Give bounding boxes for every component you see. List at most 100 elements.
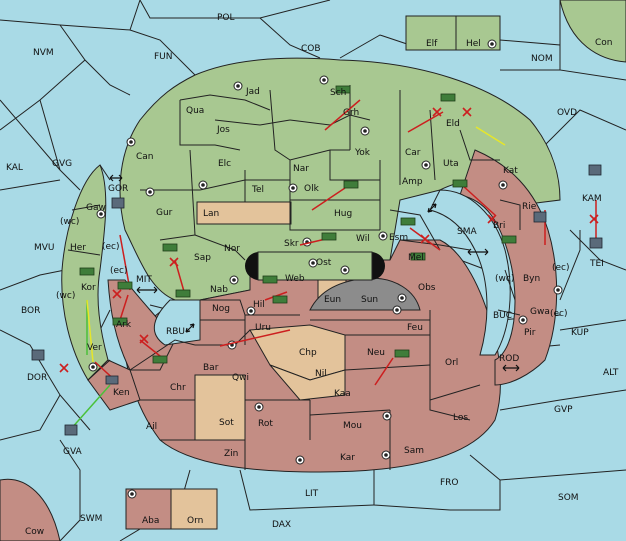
supply-center-zin-icon — [295, 455, 305, 465]
tank-icon[interactable] — [400, 217, 416, 226]
supply-centers — [88, 39, 563, 499]
sea-label-mvu: MVU — [34, 243, 55, 253]
province-orn — [170, 488, 218, 530]
tank-icon[interactable] — [262, 275, 278, 284]
tank-icon[interactable] — [117, 281, 133, 290]
province-label: Chr — [170, 383, 186, 393]
supply-center-nab-icon — [229, 275, 239, 285]
province-label: Grh — [343, 108, 359, 118]
move-orders — [69, 99, 597, 431]
province-label: Gwa — [530, 307, 550, 317]
province-label: Tel — [251, 185, 264, 195]
tank-icon[interactable] — [162, 243, 178, 252]
supply-center-sch-icon — [319, 75, 329, 85]
tank-icon[interactable] — [321, 232, 337, 241]
province-label: Sap — [194, 253, 211, 263]
tank-icon[interactable] — [112, 317, 128, 326]
ship-icon[interactable] — [105, 375, 119, 385]
province-label: Mou — [343, 421, 362, 431]
supply-center-feu-icon — [392, 305, 402, 315]
tank-icon[interactable] — [272, 295, 288, 304]
province-label: Sun — [361, 295, 378, 305]
province-label: Qwi — [232, 373, 249, 383]
province-label: Amp — [402, 177, 423, 187]
province-label: Nil — [315, 369, 327, 379]
supply-center-yok-icon — [360, 126, 370, 136]
tank-icon[interactable] — [79, 267, 95, 276]
province-label: Nor — [224, 244, 240, 254]
province-label: Sch — [330, 88, 346, 98]
ship-icon[interactable] — [533, 211, 547, 223]
coast-label: (wc) — [495, 274, 514, 284]
tank-icon[interactable] — [501, 235, 517, 244]
sea-label-tei: TEI — [589, 259, 604, 269]
province-label: Web — [285, 274, 305, 284]
ship-icon[interactable] — [64, 424, 78, 436]
sea-label-fro: FRO — [440, 478, 459, 488]
province-label: Her — [70, 243, 86, 253]
sea-label-gor: GOR — [108, 184, 128, 194]
province-label: Uru — [255, 323, 271, 333]
supply-center-bri-icon — [553, 285, 563, 295]
supply-center-ost-icon — [340, 265, 350, 275]
tank-icon[interactable] — [394, 349, 410, 358]
province-lan — [196, 201, 292, 225]
tank-icon[interactable] — [440, 93, 456, 102]
supply-center-aba-icon — [127, 489, 137, 499]
province-label: Eld — [446, 119, 460, 129]
province-label: Ark — [116, 320, 132, 330]
tank-icon[interactable] — [152, 355, 168, 364]
province-label: Kaa — [334, 389, 351, 399]
ship-icon[interactable] — [589, 237, 603, 249]
sea-label-rod: ROD — [499, 354, 519, 364]
coast-labels: (wc) (ec) (ec) (wc) (wc) (ec) (ec) — [56, 217, 570, 319]
ship-icon[interactable] — [31, 349, 45, 361]
province-label: Olk — [304, 184, 320, 194]
province-nil — [269, 364, 346, 401]
province-label: Jad — [245, 87, 260, 97]
sea-label-nom: NOM — [531, 54, 553, 64]
province-label: Can — [136, 152, 154, 162]
supply-center-elc-icon — [198, 180, 208, 190]
province-elf — [405, 15, 457, 51]
ship-icon[interactable] — [588, 164, 602, 176]
province-label: Ail — [146, 422, 157, 432]
supply-center-nog-icon — [246, 306, 256, 316]
province-label: Gur — [156, 208, 173, 218]
tank-icon[interactable] — [175, 289, 191, 298]
west-arm-red — [107, 279, 176, 371]
supply-center-gur-icon — [145, 187, 155, 197]
failed-order-marks — [59, 107, 599, 373]
sea-label-cob: COB — [301, 44, 321, 54]
sma-channel — [429, 189, 511, 356]
province-label: Bar — [203, 363, 219, 373]
sea-label-bor: BOR — [21, 306, 40, 316]
province-label: Pir — [524, 328, 536, 338]
sea-label-fun: FUN — [154, 52, 173, 62]
tank-icon[interactable] — [335, 85, 351, 94]
land-borders — [67, 85, 521, 470]
sea-label-gvg: GVG — [52, 159, 72, 169]
ship-icon[interactable] — [111, 197, 125, 209]
sea-label-lit: LIT — [305, 489, 319, 499]
supply-center-amp-icon — [421, 160, 431, 170]
supply-center-kar-icon — [381, 450, 391, 460]
sea-label-alt: ALT — [603, 368, 619, 378]
tank-icon[interactable] — [343, 180, 359, 189]
sea-label-con: Con — [595, 38, 613, 48]
province-label: Los — [453, 413, 468, 423]
tank-icon[interactable] — [410, 252, 426, 261]
sea-label-som: SOM — [558, 493, 579, 503]
province-label: Qua — [186, 106, 204, 116]
supply-center-jad-icon — [233, 81, 243, 91]
province-label: Car — [405, 148, 421, 158]
tank-icon[interactable] — [452, 179, 468, 188]
coast-label: (ec) — [102, 242, 120, 252]
province-label: Orn — [187, 516, 203, 526]
province-label: Hel — [466, 39, 481, 49]
province-label: Sot — [219, 418, 234, 428]
province-label: Gaw — [86, 203, 106, 213]
province-label: Byn — [523, 274, 540, 284]
supply-center-sun-icon — [397, 293, 407, 303]
